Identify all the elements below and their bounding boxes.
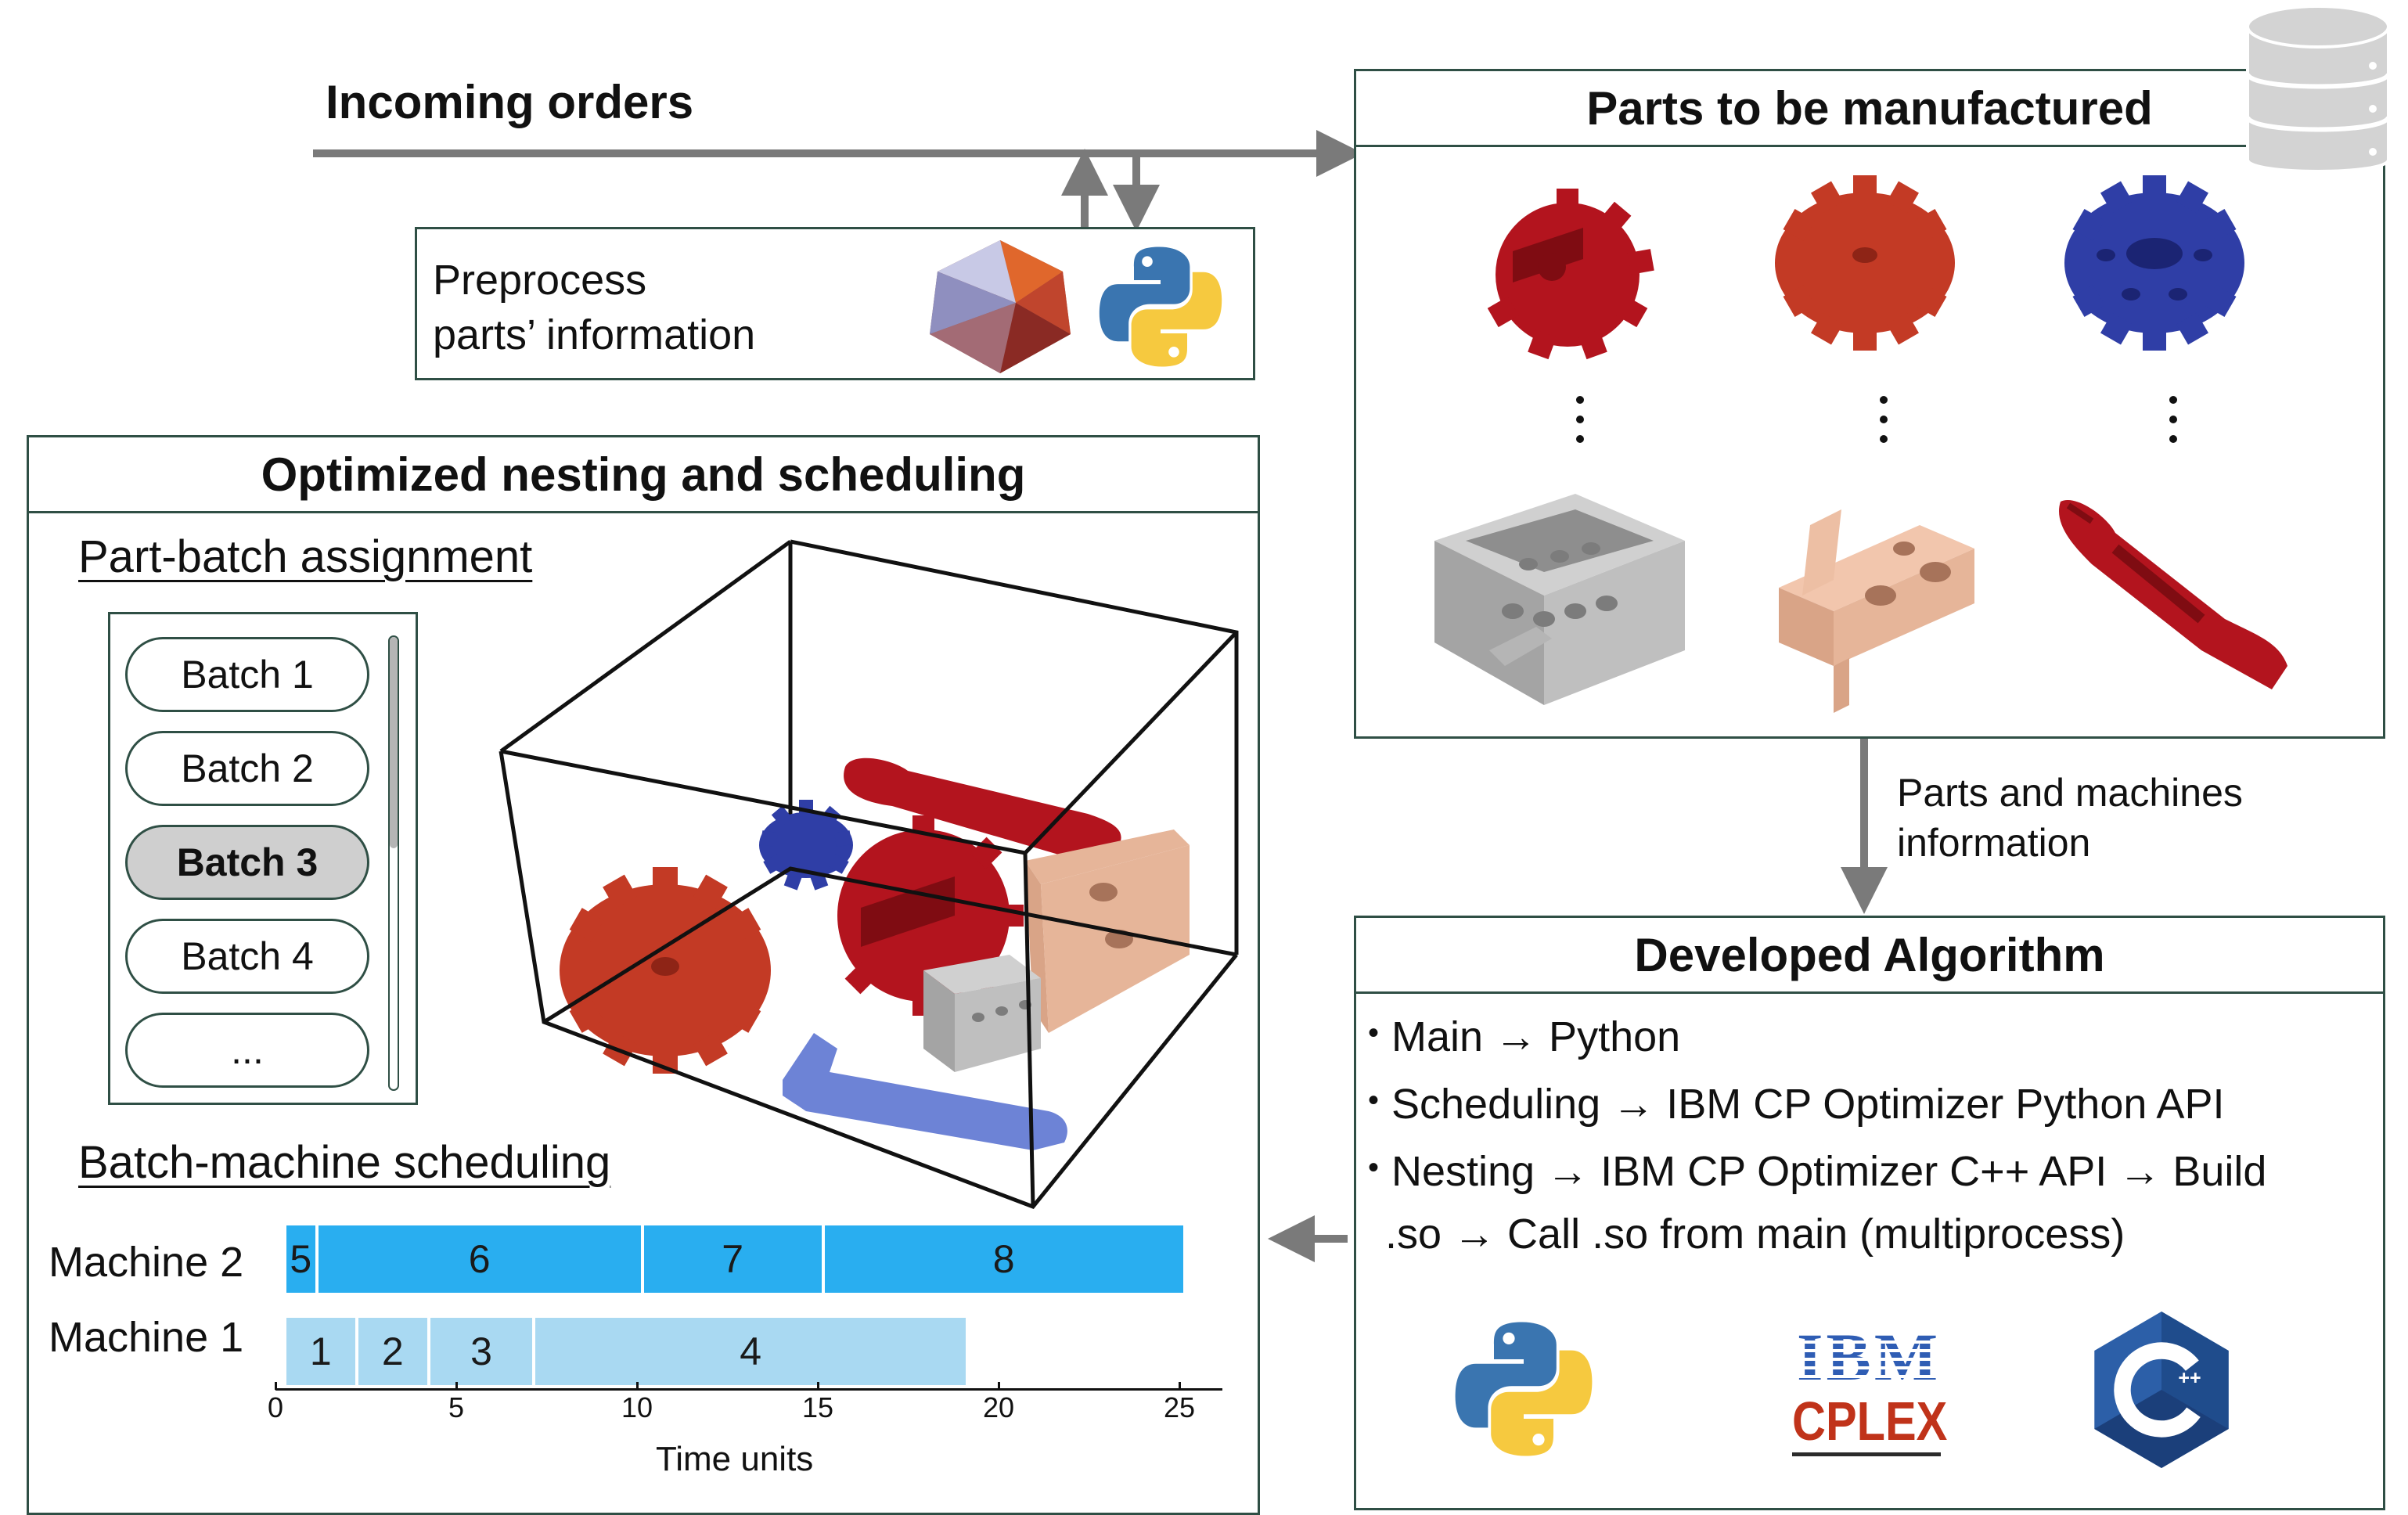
algorithm-bullet-nesting: Nesting → IBM CP Optimizer C++ API → Bui… (1391, 1148, 2267, 1195)
batch-4-button[interactable]: Batch 4 (125, 919, 369, 994)
red-arm-part (2059, 500, 2287, 689)
batch-list-scrollbar-thumb[interactable] (390, 637, 398, 848)
preprocess-line2: parts’ information (433, 311, 756, 358)
bullet-dot-3: • (1368, 1150, 1380, 1185)
red-arm-nested (844, 758, 1121, 861)
ibm-cplex-logo: IBM CPLEX (1789, 1318, 1948, 1459)
mesh-polyhedron-icon (930, 240, 1071, 373)
batch-3-button-selected[interactable]: Batch 3 (125, 825, 369, 900)
batch-list-scrollbar-track[interactable] (388, 635, 399, 1091)
python-logo (1455, 1322, 1593, 1456)
cplex-underline (1792, 1452, 1941, 1456)
optimized-title: Optimized nesting and scheduling (29, 437, 1258, 513)
more-parts-dots (1576, 396, 2177, 443)
blue-gear-part (2064, 175, 2244, 351)
cpp-logo: ++ (2094, 1312, 2229, 1468)
blue-arm-nested (783, 1033, 1067, 1150)
nesting-3d-box (499, 539, 1239, 1209)
database-icon (2245, 5, 2391, 173)
svg-text:++: ++ (2178, 1367, 2201, 1389)
cplex-logo-text: CPLEX (1792, 1391, 1948, 1452)
orange-gear-part (1775, 175, 1955, 351)
batch-more-button[interactable]: ... (125, 1013, 369, 1088)
algorithm-bullet-main: Main → Python (1391, 1013, 1681, 1060)
incoming-orders-label: Incoming orders (326, 76, 694, 128)
algorithm-bullet-nesting-cont: .so → Call .so from main (multiprocess) (1385, 1211, 2125, 1258)
algorithm-bullet-scheduling: Scheduling → IBM CP Optimizer Python API (1391, 1081, 2225, 1128)
ibm-logo-text: IBM (1797, 1319, 1941, 1394)
bullet-dot-2: • (1368, 1083, 1380, 1117)
beige-bracket-part (1779, 509, 1974, 713)
python-icon (1099, 247, 1222, 367)
parts-box: Parts to be manufactured (1354, 69, 2385, 739)
parts-machines-info-line1: Parts and machines (1897, 771, 2243, 815)
preprocess-box: Preprocess parts’ information (415, 227, 1255, 380)
red-cut-gear-part (1487, 189, 1654, 360)
batch-machine-scheduling-label: Batch-machine scheduling (78, 1137, 611, 1188)
parts-box-title: Parts to be manufactured (1356, 71, 2383, 147)
parts-machines-info-line2: information (1897, 821, 2091, 865)
part-batch-assignment-label: Part-batch assignment (78, 531, 533, 582)
preprocess-line1: Preprocess (433, 257, 647, 304)
grey-block-nested (923, 955, 1041, 1072)
orange-gear-nested (560, 867, 771, 1074)
algorithm-title: Developed Algorithm (1356, 918, 2383, 994)
batch-2-button[interactable]: Batch 2 (125, 731, 369, 806)
blue-gear-nested (759, 800, 853, 891)
grey-block-part (1434, 494, 1685, 705)
bullet-dot-1: • (1368, 1016, 1380, 1050)
batch-1-button[interactable]: Batch 1 (125, 637, 369, 712)
